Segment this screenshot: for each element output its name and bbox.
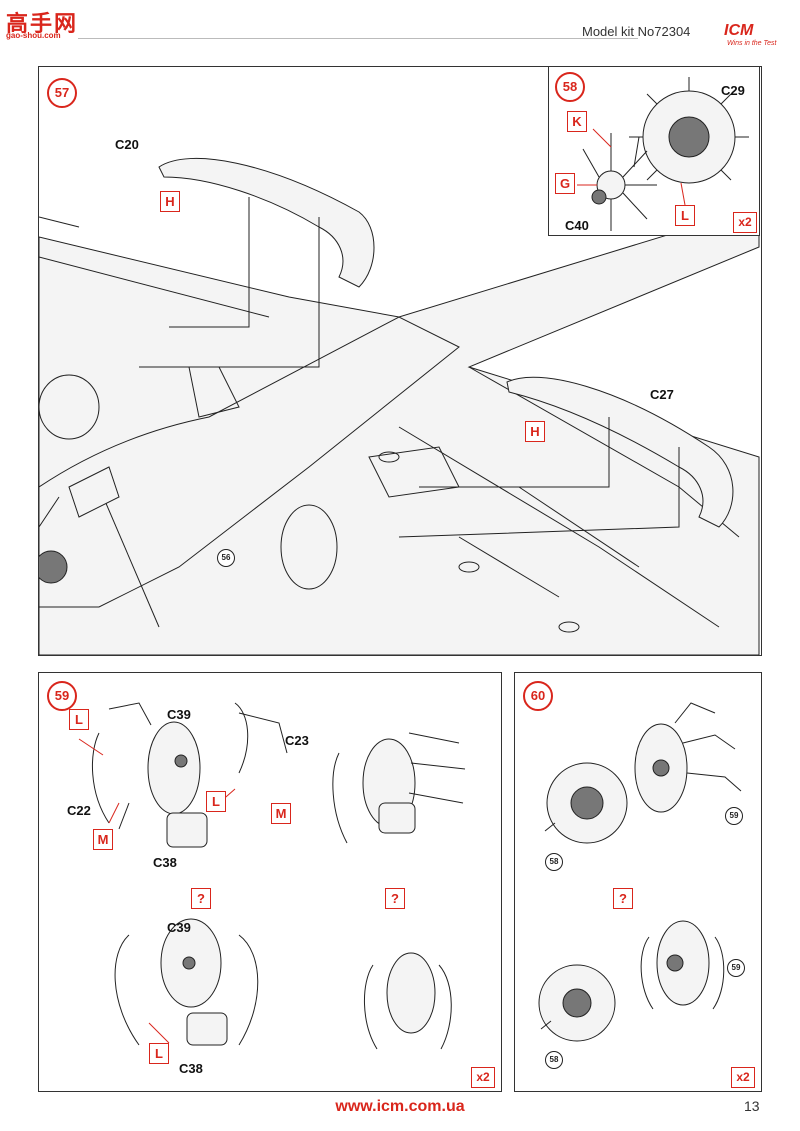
fuselage bbox=[39, 316, 460, 608]
step-59-number: 59 bbox=[47, 681, 77, 711]
step-58-number: 58 bbox=[555, 72, 585, 102]
step-59-reference: 59 bbox=[725, 807, 743, 825]
paint-l-box: L bbox=[675, 205, 695, 226]
part-c22-label: C22 bbox=[67, 803, 91, 818]
paint-m-box: M bbox=[271, 803, 291, 824]
right-nacelle bbox=[280, 504, 338, 590]
part-c38-label: C38 bbox=[153, 855, 177, 870]
cowling-c27 bbox=[506, 376, 734, 528]
site-watermark-url: gao-shou.com bbox=[6, 31, 61, 40]
unknown-paint-box: ? bbox=[613, 888, 633, 909]
paint-g-box: G bbox=[555, 173, 575, 194]
paint-l-box: L bbox=[206, 791, 226, 812]
part-c39-label: C39 bbox=[167, 707, 191, 722]
model-kit-number: Model kit No72304 bbox=[582, 24, 691, 39]
step-60-panel: 60 59 58 ? 59 58 x2 bbox=[514, 672, 762, 1092]
step-57-number: 57 bbox=[47, 78, 77, 108]
part-c38-label: C38 bbox=[179, 1061, 203, 1076]
header-divider bbox=[78, 38, 638, 39]
paint-h-box: H bbox=[160, 191, 180, 212]
wing-surface bbox=[39, 206, 760, 655]
engine-assembly-drawing bbox=[577, 77, 749, 231]
part-c39-label: C39 bbox=[167, 920, 191, 935]
engine-mount-drawing bbox=[538, 702, 742, 1042]
quantity-x2-badge: x2 bbox=[471, 1067, 495, 1088]
paint-h-box: H bbox=[525, 421, 545, 442]
page-number: 13 bbox=[744, 1098, 760, 1114]
lower-assembled-ring bbox=[386, 952, 436, 1034]
site-watermark-logo: 高手网 bbox=[6, 11, 79, 36]
step-56-reference: 56 bbox=[217, 549, 235, 567]
part-c23-label: C23 bbox=[285, 733, 309, 748]
unknown-paint-box: ? bbox=[191, 888, 211, 909]
step-60-number: 60 bbox=[523, 681, 553, 711]
aircraft-wing-drawing bbox=[39, 157, 760, 655]
part-c27-label: C27 bbox=[650, 387, 674, 402]
paint-k-box: K bbox=[567, 111, 587, 132]
part-c40-label: C40 bbox=[565, 218, 589, 233]
step-59-panel: 59 L C39 C23 C22 L M M C38 ? ? C39 L C38… bbox=[38, 672, 502, 1092]
hub-c40 bbox=[591, 189, 607, 205]
brand-logo: ICM bbox=[724, 22, 754, 39]
cowling-c20 bbox=[158, 157, 375, 288]
brand-tagline: Wins in the Test bbox=[727, 40, 777, 47]
paint-l-box: L bbox=[149, 1043, 169, 1064]
exhaust-assembly-drawing bbox=[78, 702, 466, 1050]
step-58-reference: 58 bbox=[545, 853, 563, 871]
left-nacelle bbox=[39, 374, 100, 440]
quantity-x2-badge: x2 bbox=[733, 212, 757, 233]
step-59-reference: 59 bbox=[727, 959, 745, 977]
quantity-x2-badge: x2 bbox=[731, 1067, 755, 1088]
paint-m-box: M bbox=[93, 829, 113, 850]
nose-gun bbox=[39, 550, 68, 584]
part-c38 bbox=[166, 812, 208, 848]
part-c20-label: C20 bbox=[115, 137, 139, 152]
unknown-paint-box: ? bbox=[385, 888, 405, 909]
mount-ring-c39 bbox=[147, 721, 201, 815]
footer-website-link[interactable]: www.icm.com.ua bbox=[335, 1098, 465, 1115]
step-58-reference: 58 bbox=[545, 1051, 563, 1069]
step-58-panel: 58 C29 K G C40 L x2 bbox=[548, 66, 760, 236]
cockpit-glazing bbox=[68, 466, 120, 518]
paint-l-box: L bbox=[69, 709, 89, 730]
part-c29-label: C29 bbox=[721, 83, 745, 98]
